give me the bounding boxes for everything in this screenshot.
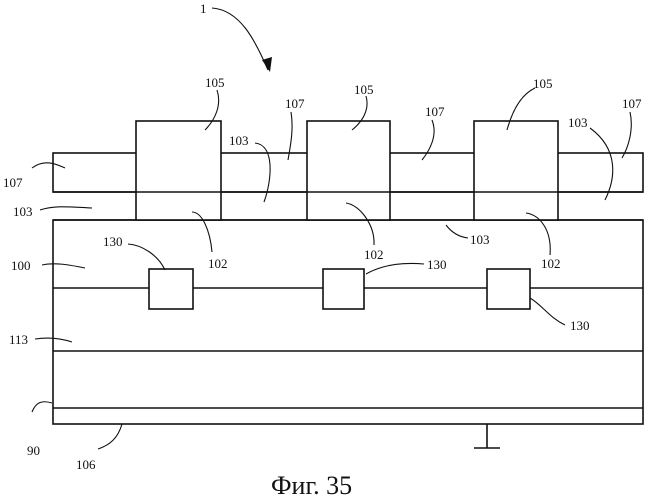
leader-103a [255,143,270,202]
label-105-a: 105 [205,75,225,90]
leader-90 [32,402,52,412]
leader-106 [98,424,122,449]
ref-1: 1 [200,1,207,16]
label-130-b: 130 [427,257,447,272]
main-arrow [212,8,268,70]
label-105-b: 105 [354,82,374,97]
leader-130b [366,263,424,274]
leader-100 [42,264,85,268]
block-105-left [136,121,221,220]
element-130-middle [323,269,364,309]
label-90: 90 [27,443,40,458]
element-130-left [149,269,193,309]
leader-103b [40,207,92,210]
label-102-a: 102 [208,256,228,271]
label-105-c: 105 [533,76,553,91]
label-130-a: 130 [103,234,123,249]
figure-caption: Фиг. 35 [271,471,352,500]
label-102-b: 102 [364,247,384,262]
leader-130a [128,244,165,270]
label-107-b: 107 [285,96,305,111]
leader-130c [530,298,565,325]
label-103-b: 103 [13,204,33,219]
label-107-a: 107 [3,175,23,190]
label-130-c: 130 [570,318,590,333]
leader-107a [32,163,65,168]
label-100: 100 [11,258,31,273]
block-105-middle [307,121,390,220]
label-103-a: 103 [229,133,249,148]
substrate-body [53,220,643,424]
label-107-c: 107 [425,104,445,119]
leader-107c [422,120,434,160]
label-107-d: 107 [622,96,642,111]
leader-103c [590,128,613,200]
label-103-d: 103 [470,232,490,247]
leader-107d [622,112,631,158]
block-105-right [474,121,558,220]
label-103-c: 103 [568,115,588,130]
label-102-c: 102 [541,256,561,271]
leader-103d [446,225,468,238]
element-130-right [487,269,530,309]
label-113: 113 [9,332,28,347]
label-106: 106 [76,457,96,472]
